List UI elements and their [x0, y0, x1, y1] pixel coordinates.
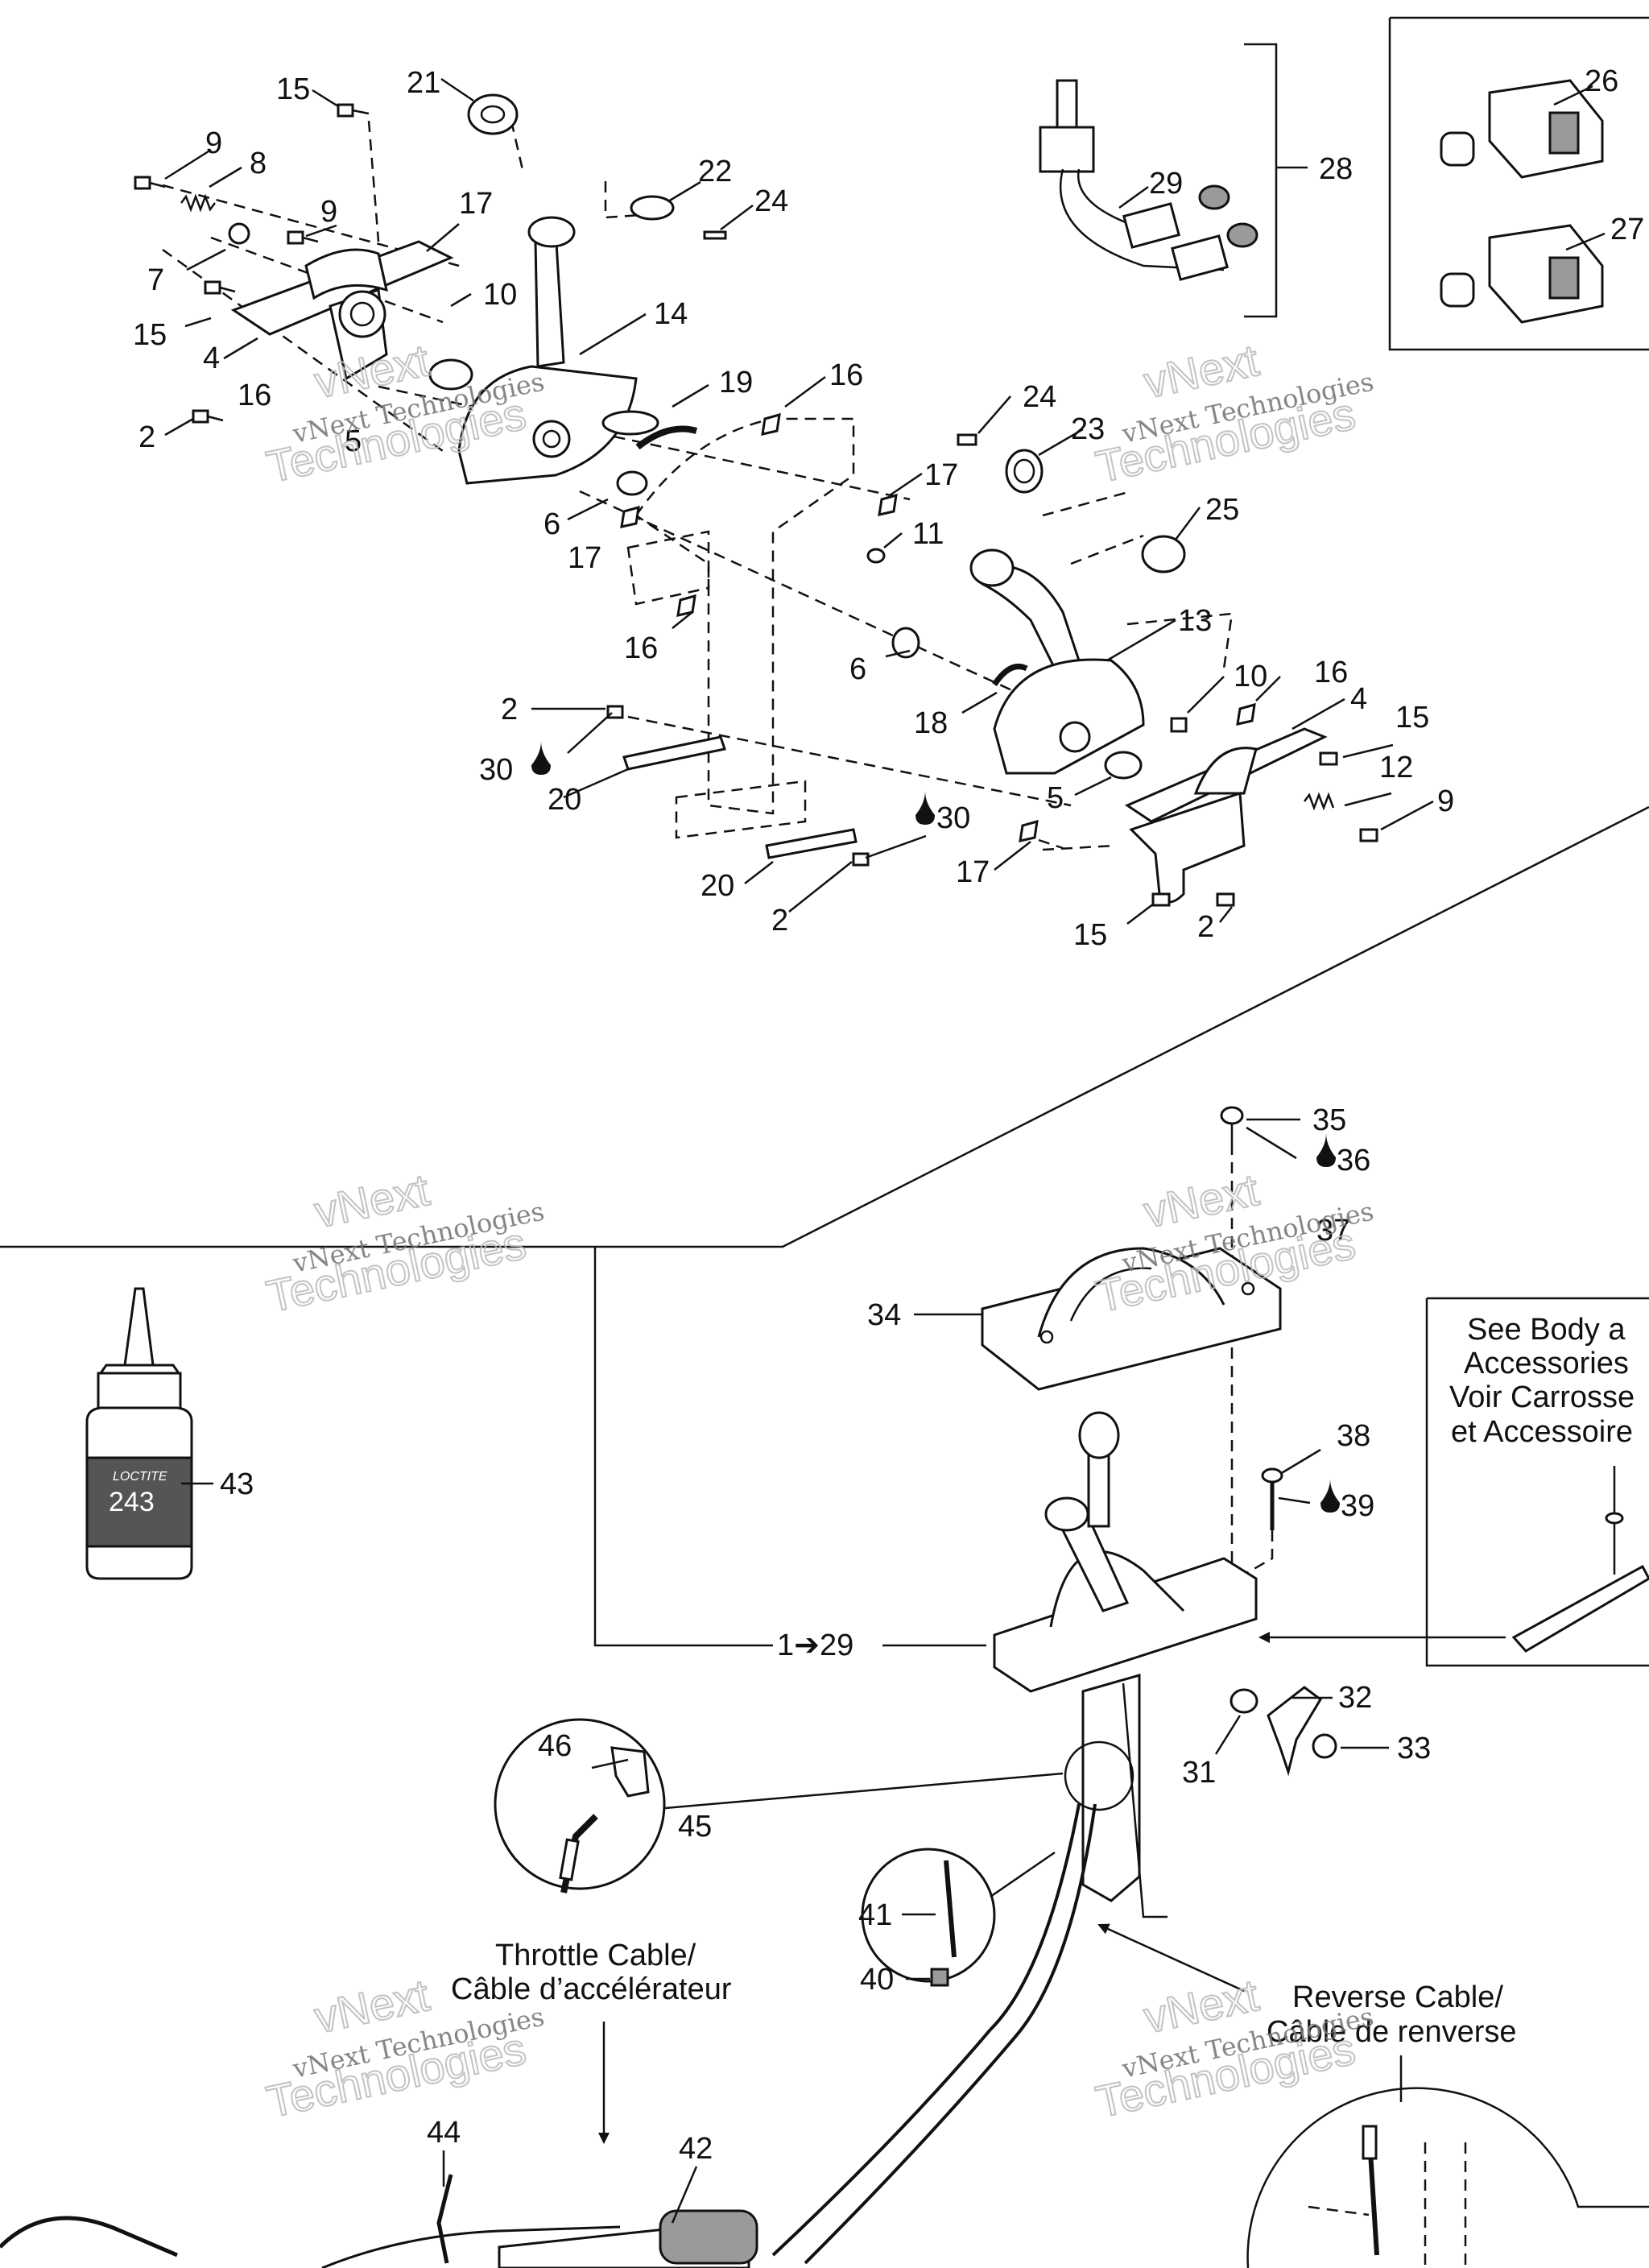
- callout-33: 33: [1397, 1732, 1431, 1765]
- callout-37: 37: [1316, 1214, 1350, 1248]
- note-body-line2: Accessories: [1464, 1347, 1629, 1380]
- callout-9: 9: [1437, 784, 1454, 818]
- callout-43: 43: [220, 1467, 254, 1501]
- callout-5: 5: [345, 424, 362, 458]
- callout-1-to-29: 1➔29: [777, 1629, 853, 1662]
- callout-21: 21: [407, 66, 440, 100]
- callout-2: 2: [138, 420, 155, 454]
- section-frames: [0, 16, 1649, 1667]
- callout-numbers: 21 15 9 8 9 17 22 24 7 10 15 14 4 16 2 5…: [133, 64, 1644, 2166]
- watermarks: vNext vNext Technologies Technologies vN…: [262, 333, 1377, 2128]
- threadlocker-bottle: LOCTITE 243: [85, 1287, 193, 1580]
- drop-icon: [915, 791, 935, 825]
- callout-17: 17: [459, 187, 493, 221]
- callout-20: 20: [701, 869, 734, 903]
- switch-assembly: [1039, 79, 1258, 281]
- callout-15: 15: [1395, 701, 1429, 735]
- callout-16: 16: [1314, 656, 1348, 689]
- callout-6: 6: [543, 507, 560, 541]
- callout-2: 2: [501, 693, 518, 726]
- callout-35: 35: [1312, 1103, 1346, 1137]
- callout-25: 25: [1205, 493, 1239, 527]
- callout-24: 24: [754, 184, 788, 218]
- callout-41: 41: [858, 1898, 892, 1932]
- drop-icon: [1316, 1133, 1336, 1167]
- callout-30: 30: [936, 801, 970, 835]
- callout-31: 31: [1182, 1756, 1216, 1790]
- note-body-line1: See Body a: [1467, 1313, 1626, 1347]
- callout-18: 18: [914, 706, 948, 740]
- callout-24: 24: [1023, 380, 1056, 414]
- callout-11: 11: [912, 517, 944, 551]
- callout-10: 10: [483, 278, 517, 312]
- callout-7: 7: [147, 263, 164, 297]
- callout-13: 13: [1178, 604, 1212, 638]
- callout-5: 5: [1047, 781, 1064, 815]
- callout-8: 8: [250, 147, 267, 180]
- callout-9: 9: [205, 126, 222, 160]
- note-body-line3: Voir Carrosse: [1449, 1380, 1635, 1414]
- callout-leaders: [164, 77, 1606, 1980]
- reverse-cable-label: Reverse Cable/: [1292, 1980, 1503, 2014]
- callout-12: 12: [1379, 751, 1413, 784]
- callout-15: 15: [276, 72, 310, 106]
- callout-46: 46: [538, 1729, 572, 1763]
- callout-2: 2: [771, 904, 788, 937]
- throttle-cable-label-fr: Câble d’accélérateur: [451, 1972, 732, 2006]
- callout-27: 27: [1610, 213, 1644, 246]
- drop-icons: [531, 741, 1340, 1513]
- callout-45: 45: [678, 1810, 712, 1844]
- callout-36: 36: [1337, 1144, 1370, 1177]
- boxed-switch-parts: [1440, 79, 1604, 324]
- callout-28: 28: [1319, 152, 1353, 186]
- callout-20: 20: [548, 783, 581, 817]
- callout-30: 30: [479, 753, 513, 787]
- callout-22: 22: [698, 155, 732, 188]
- callout-17: 17: [956, 855, 990, 889]
- callout-19: 19: [719, 366, 753, 399]
- callout-39: 39: [1341, 1489, 1374, 1523]
- callout-32: 32: [1338, 1681, 1372, 1715]
- reverse-cable-label-fr: Câble de renverse: [1267, 2015, 1517, 2049]
- callout-16: 16: [624, 631, 658, 665]
- callout-29: 29: [1149, 167, 1183, 201]
- throttle-cable-label: Throttle Cable/: [495, 1939, 696, 1972]
- callout-40: 40: [860, 1963, 894, 1997]
- lever-assembly-left: [134, 93, 1378, 907]
- callout-6: 6: [849, 652, 866, 686]
- callout-4: 4: [203, 341, 220, 375]
- callout-9: 9: [320, 195, 337, 229]
- callout-14: 14: [654, 297, 688, 331]
- drop-icon: [531, 741, 551, 775]
- callout-16: 16: [238, 379, 271, 412]
- callout-42: 42: [679, 2132, 713, 2166]
- bottle-brand: LOCTITE: [113, 1470, 167, 1484]
- note-labels: See Body a Accessories Voir Carrosse et …: [451, 1313, 1635, 2049]
- callout-34: 34: [867, 1298, 901, 1332]
- callout-17: 17: [924, 458, 958, 492]
- control-box-assembly: [0, 1106, 1649, 2268]
- callout-26: 26: [1585, 64, 1618, 98]
- callout-23: 23: [1071, 412, 1105, 446]
- drop-icon: [1320, 1479, 1340, 1513]
- callout-4: 4: [1350, 682, 1367, 716]
- callout-2: 2: [1197, 910, 1214, 944]
- callout-38: 38: [1337, 1419, 1370, 1453]
- callout-17: 17: [568, 541, 601, 575]
- callout-15: 15: [133, 318, 167, 352]
- callout-10: 10: [1234, 660, 1267, 693]
- bottle-label: 243: [109, 1487, 155, 1517]
- callout-15: 15: [1073, 918, 1107, 952]
- callout-44: 44: [427, 2116, 461, 2150]
- callout-16: 16: [829, 358, 863, 392]
- note-body-line4: et Accessoire: [1451, 1415, 1633, 1449]
